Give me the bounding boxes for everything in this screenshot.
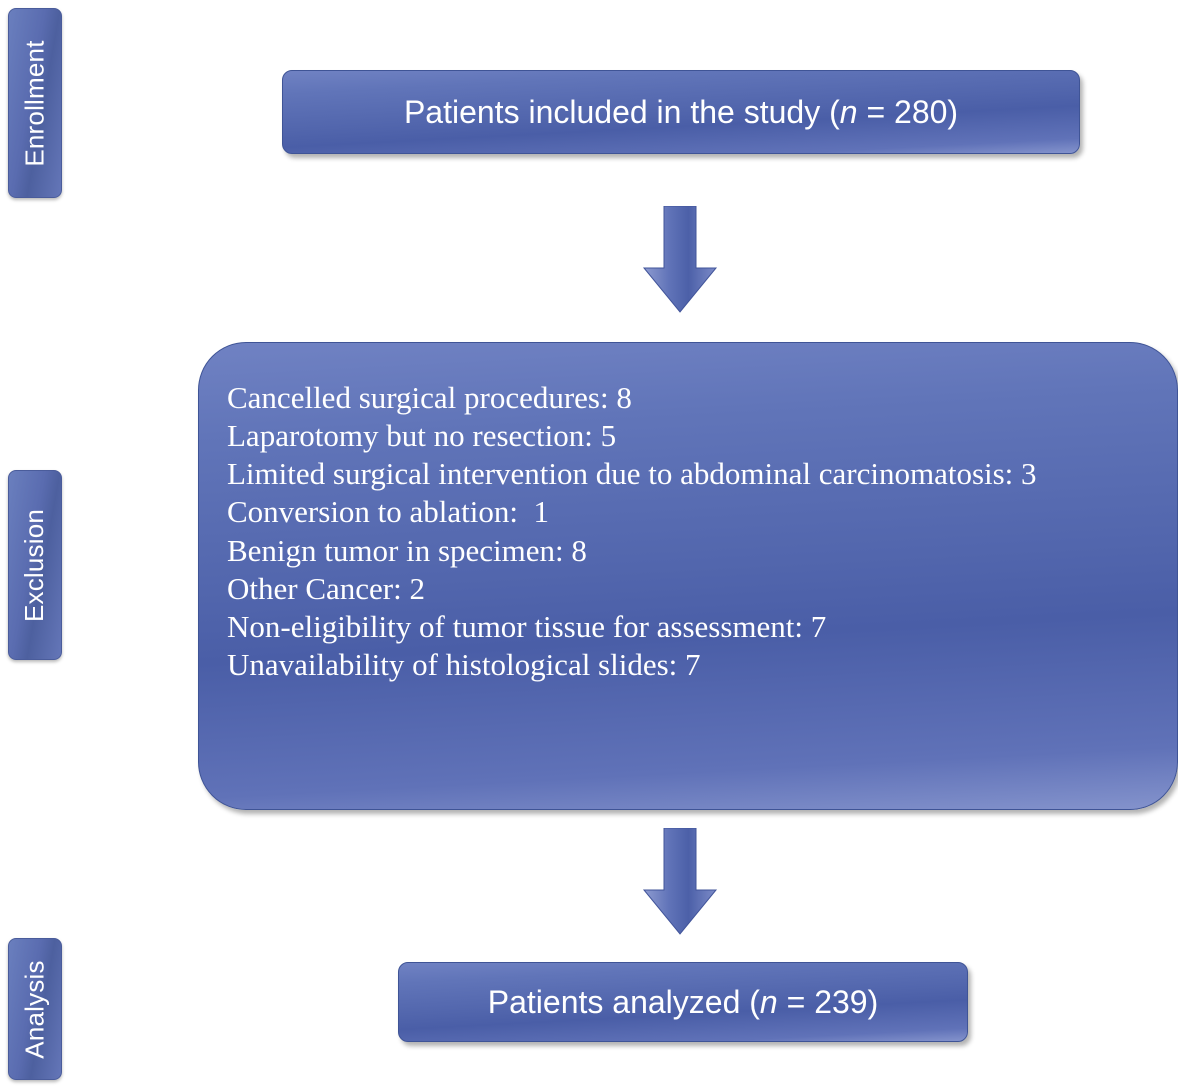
node-patients-analyzed-prefix: Patients analyzed ( (487, 983, 760, 1020)
node-exclusion-criteria: Cancelled surgical procedures: 8 Laparot… (198, 342, 1178, 810)
node-patients-analyzed-suffix: = 239) (777, 983, 879, 1020)
node-patients-included-n-symbol: n (839, 93, 858, 130)
exclusion-criteria-list: Cancelled surgical procedures: 8 Laparot… (199, 343, 1177, 684)
list-item: Unavailability of histological slides: 7 (227, 646, 701, 682)
arrow-enrollment-to-exclusion-icon (640, 205, 720, 316)
node-patients-analyzed-text: Patients analyzed (n = 239) (488, 984, 878, 1021)
phase-label-analysis-text: Analysis (19, 959, 50, 1059)
phase-label-analysis: Analysis (8, 938, 62, 1080)
list-item: Limited surgical intervention due to abd… (227, 456, 1037, 492)
phase-label-exclusion: Exclusion (8, 470, 62, 660)
arrow-exclusion-to-analysis-icon (640, 827, 720, 938)
list-item: Conversion to ablation: 1 (227, 494, 550, 530)
list-item: Laparotomy but no resection: 5 (227, 418, 617, 454)
phase-label-enrollment: Enrollment (8, 8, 62, 198)
node-patients-analyzed-n-symbol: n (759, 983, 778, 1020)
node-patients-included-text: Patients included in the study (n = 280) (404, 94, 958, 131)
node-patients-included: Patients included in the study (n = 280) (282, 70, 1080, 154)
list-item: Other Cancer: 2 (227, 570, 425, 606)
node-patients-included-suffix: = 280) (857, 93, 959, 130)
list-item: Non-eligibility of tumor tissue for asse… (227, 608, 827, 644)
list-item: Cancelled surgical procedures: 8 (227, 380, 632, 415)
node-patients-analyzed: Patients analyzed (n = 239) (398, 962, 968, 1042)
phase-label-enrollment-text: Enrollment (19, 39, 50, 167)
phase-label-exclusion-text: Exclusion (19, 508, 50, 622)
list-item: Benign tumor in specimen: 8 (227, 532, 587, 568)
node-patients-included-prefix: Patients included in the study ( (403, 93, 840, 130)
